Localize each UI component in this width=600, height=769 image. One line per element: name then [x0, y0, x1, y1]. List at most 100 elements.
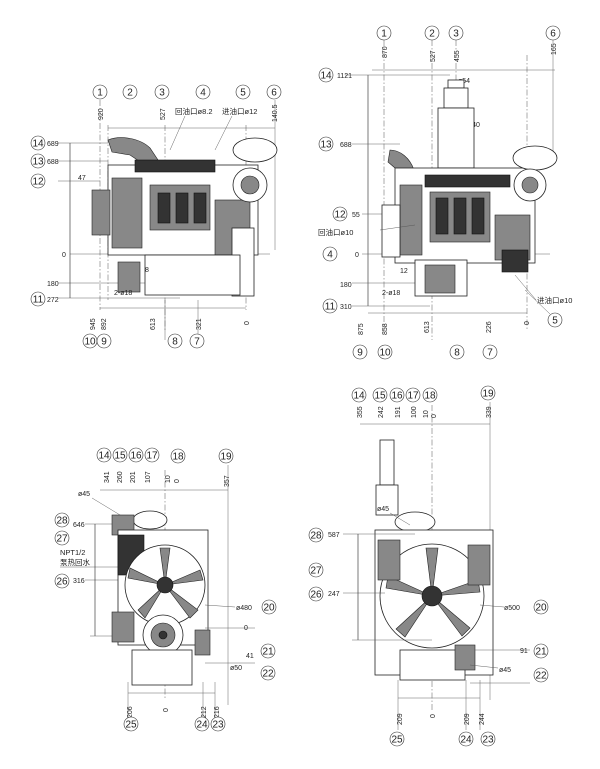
v3-dim-201: 201 [130, 471, 137, 483]
svg-text:28: 28 [310, 531, 322, 542]
svg-text:15: 15 [374, 391, 386, 402]
callout-6: 6 [266, 84, 282, 100]
v3-dim-357: 357 [224, 475, 231, 487]
svg-text:21: 21 [535, 647, 547, 658]
v3-water-label: 泵热回水 [60, 557, 90, 567]
v1-dim-180: 180 [47, 281, 59, 288]
v4-dim-247: 247 [328, 591, 340, 598]
svg-text:11: 11 [33, 295, 44, 306]
v4-dim-dia-45-port: ø45 [499, 667, 511, 674]
svg-text:16: 16 [391, 391, 403, 402]
v4-dim-191: 191 [395, 406, 402, 418]
svg-text:24: 24 [460, 735, 472, 746]
v4-dim-209-right: 209 [464, 713, 471, 725]
callout-27-v4: 27 [308, 562, 324, 578]
v4-dim-dia-500: ø500 [504, 605, 520, 612]
svg-text:7: 7 [487, 348, 493, 359]
v3-dim-0-right: 0 [244, 625, 248, 632]
callout-14-v4: 14 [351, 387, 367, 403]
svg-text:16: 16 [130, 451, 142, 462]
svg-text:17: 17 [146, 451, 158, 462]
svg-text:13: 13 [32, 157, 44, 168]
svg-text:25: 25 [391, 735, 403, 746]
svg-text:24: 24 [196, 720, 208, 731]
v3-dim-dia-45: ø45 [78, 491, 90, 498]
svg-text:6: 6 [271, 88, 277, 99]
callout-12-v2: 12 [332, 206, 348, 222]
v4-dim-10: 10 [423, 410, 430, 418]
v2-dim-12: 12 [400, 268, 408, 275]
v3-dim-206: 206 [127, 706, 134, 718]
svg-text:8: 8 [454, 348, 460, 359]
svg-text:20: 20 [263, 603, 275, 614]
v2-dim-165: 165 [551, 43, 558, 55]
v1-dim-0-bottom: 0 [244, 321, 251, 325]
callout-5: 5 [235, 84, 251, 100]
svg-text:8: 8 [172, 337, 178, 348]
svg-text:10: 10 [84, 337, 96, 348]
v3-dim-341: 341 [104, 471, 111, 483]
callout-7-v2: 7 [482, 344, 498, 360]
callout-21-v3: 21 [260, 643, 276, 659]
v1-dim-688: 688 [47, 159, 59, 166]
callout-26-v3: 26 [54, 573, 70, 589]
v4-dim-100: 100 [411, 406, 418, 418]
svg-text:21: 21 [262, 647, 274, 658]
v1-dim-0-left: 0 [62, 252, 66, 259]
callout-13-v2: 13 [318, 136, 334, 152]
v2-dim-875: 875 [358, 323, 365, 335]
view-2-side-elevation: 1 2 3 6 870 527 455 165 14 1121 13 688 1… [318, 25, 572, 360]
svg-text:15: 15 [114, 451, 126, 462]
svg-text:22: 22 [262, 669, 274, 680]
v1-dim-527: 527 [160, 108, 167, 120]
callout-28-v4: 28 [308, 527, 324, 543]
svg-text:4: 4 [200, 88, 206, 99]
svg-text:9: 9 [357, 348, 363, 359]
view-4-front-elevation: 14 15 16 17 18 19 355 242 191 100 10 0 3… [308, 385, 549, 747]
callout-18-v3: 18 [170, 448, 186, 464]
callout-25-v4: 25 [389, 731, 405, 747]
svg-text:1: 1 [97, 88, 103, 99]
svg-text:22: 22 [535, 671, 547, 682]
v1-dim-689: 689 [47, 141, 59, 148]
svg-text:18: 18 [172, 452, 184, 463]
callout-23-v4: 23 [480, 731, 496, 747]
callout-10-v2: 10 [377, 344, 393, 360]
svg-text:19: 19 [220, 452, 232, 463]
callout-4: 4 [195, 84, 211, 100]
v4-dim-244: 244 [479, 713, 486, 725]
svg-text:27: 27 [56, 534, 68, 545]
v4-dim-0-bottom: 0 [430, 714, 437, 718]
v2-dim-180: 180 [340, 282, 352, 289]
v2-dim-870: 870 [382, 46, 389, 58]
callout-15-v4: 15 [372, 387, 388, 403]
callout-20-v4: 20 [533, 599, 549, 615]
callout-8-bottom: 8 [167, 333, 183, 349]
callout-14-v2: 14 [318, 67, 334, 83]
svg-text:7: 7 [194, 337, 200, 348]
v2-dim-0-bottom: 0 [524, 321, 531, 325]
v4-dim-339: 339 [486, 406, 493, 418]
callout-19-v4: 19 [480, 385, 496, 401]
callout-18-v4: 18 [422, 387, 438, 403]
v3-dim-316: 316 [73, 578, 85, 585]
v3-dim-212: 212 [201, 706, 208, 718]
callout-19-v3: 19 [218, 448, 234, 464]
callout-28-v3: 28 [54, 512, 70, 528]
callout-21-v4: 21 [533, 643, 549, 659]
callout-9-bottom: 9 [96, 333, 112, 349]
svg-text:6: 6 [550, 29, 556, 40]
svg-text:2: 2 [127, 88, 133, 99]
svg-text:2: 2 [429, 29, 435, 40]
callout-12-left: 12 [30, 173, 46, 189]
svg-text:13: 13 [320, 140, 332, 151]
v3-dim-646: 646 [73, 522, 85, 529]
v1-inlet-port-label: 进油口ø12 [222, 106, 257, 116]
callout-4-v2: 4 [322, 246, 338, 262]
view-3-front-elevation: 14 15 16 17 18 19 341 260 201 107 10 0 3… [54, 447, 277, 732]
svg-text:14: 14 [98, 451, 110, 462]
v3-dim-0-top: 0 [174, 479, 181, 483]
v1-return-port-label: 回油口ø8.2 [175, 106, 213, 116]
svg-text:20: 20 [535, 603, 547, 614]
v1-dim-892: 892 [101, 318, 108, 330]
